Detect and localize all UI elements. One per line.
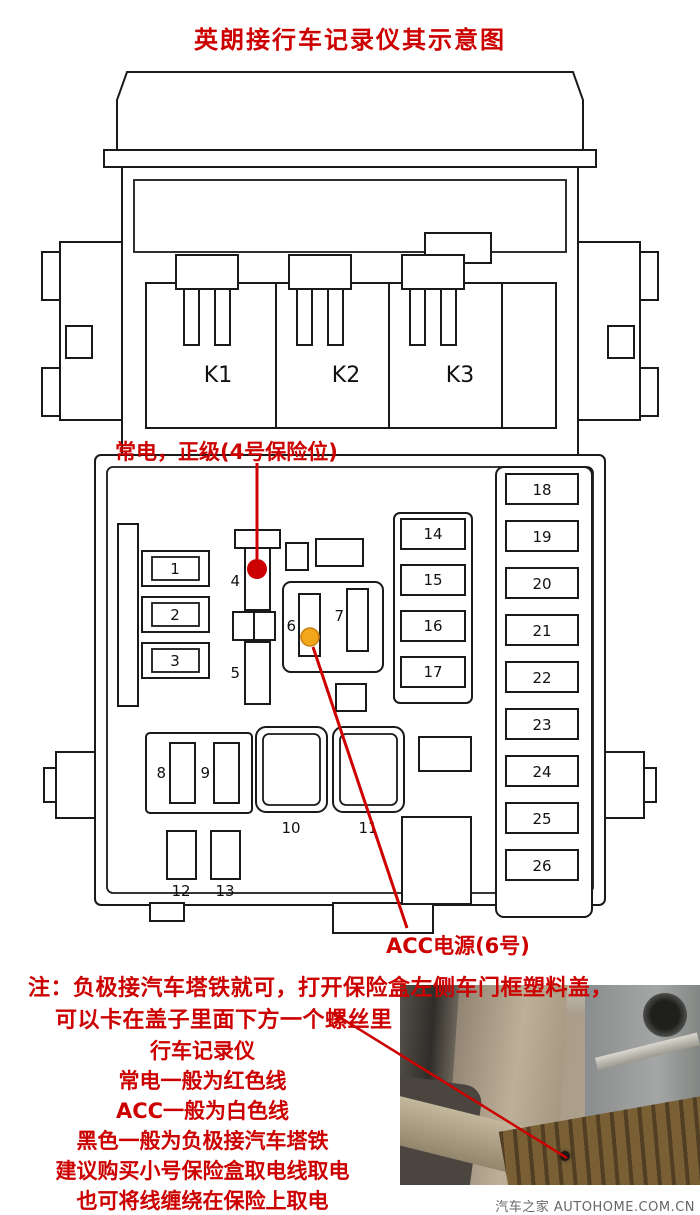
- fuse-label-19: 19: [532, 528, 551, 546]
- note-item: 常电一般为红色线: [118, 1069, 287, 1093]
- note-item: 行车记录仪: [150, 1039, 255, 1063]
- page-title: 英朗接行车记录仪其示意图: [194, 26, 506, 54]
- fuse-label-10: 10: [281, 819, 300, 837]
- fuse-label-11: 11: [358, 819, 377, 837]
- fuse-label-7: 7: [334, 607, 344, 625]
- acc-leader-line: [311, 646, 409, 929]
- fuse-label-14: 14: [423, 525, 442, 543]
- fuse-label-24: 24: [532, 763, 551, 781]
- fuse-label-21: 21: [532, 622, 551, 640]
- fuse-label-23: 23: [532, 716, 551, 734]
- fuse-label-12: 12: [171, 882, 190, 900]
- right-mount-bracket: [577, 241, 659, 421]
- note-line-1: 注：负极接汽车塔铁就可，打开保险盒左侧车门框塑料盖，: [28, 976, 614, 1001]
- acc-annotation: ACC电源(6号): [386, 934, 530, 958]
- relay-housing: K1 K2 K3: [121, 166, 579, 461]
- fuse-label-18: 18: [532, 481, 551, 499]
- fuse-label-17: 17: [423, 663, 442, 681]
- note-item: 建议购买小号保险盒取电线取电: [55, 1159, 350, 1183]
- photo-screw-point: [560, 1151, 570, 1161]
- relay-label-k2: K2: [332, 363, 360, 388]
- fuse-label-22: 22: [532, 669, 551, 687]
- note-item: 也可将线缠绕在保险上取电: [76, 1189, 329, 1213]
- fuse-label-4: 4: [230, 572, 240, 590]
- note-item: ACC一般为白色线: [115, 1099, 290, 1123]
- panel-side-tabs: [43, 751, 657, 819]
- fuse-label-13: 13: [215, 882, 234, 900]
- note-item: 黑色一般为负极接汽车塔铁: [76, 1129, 329, 1153]
- power-tap-dot: [247, 559, 267, 579]
- fuse-label-5: 5: [230, 664, 240, 682]
- fuse-panel: 1 2 3 4 5 6 7 8 9 10 11 12 13 14 15 16 1…: [94, 454, 606, 934]
- fuse-label-3: 3: [170, 652, 180, 670]
- installation-photo: [400, 985, 700, 1185]
- note-line-2: 可以卡在盖子里面下方一个螺丝里: [55, 1008, 393, 1033]
- fusebox-lid: [103, 71, 597, 168]
- left-mount-bracket: [41, 241, 123, 421]
- fuse-label-2: 2: [170, 606, 180, 624]
- fuse-label-16: 16: [423, 617, 442, 635]
- fuse-label-15: 15: [423, 571, 442, 589]
- power-annotation: 常电，正级(4号保险位): [115, 440, 338, 464]
- acc-tap-dot: [300, 627, 320, 647]
- fuse-label-26: 26: [532, 857, 551, 875]
- watermark: 汽车之家 AUTOHOME.COM.CN: [495, 1200, 695, 1215]
- fuse-label-8: 8: [156, 764, 166, 782]
- fuse-label-25: 25: [532, 810, 551, 828]
- fuse-label-6: 6: [286, 617, 296, 635]
- fuse-label-9: 9: [200, 764, 210, 782]
- relay-label-k3: K3: [446, 363, 474, 388]
- fuse-label-1: 1: [170, 560, 180, 578]
- note-list: 行车记录仪 常电一般为红色线 ACC一般为白色线 黑色一般为负极接汽车塔铁 建议…: [30, 1036, 375, 1215]
- fuse-label-20: 20: [532, 575, 551, 593]
- photo-air-vent: [643, 993, 687, 1037]
- relay-label-k1: K1: [204, 363, 232, 388]
